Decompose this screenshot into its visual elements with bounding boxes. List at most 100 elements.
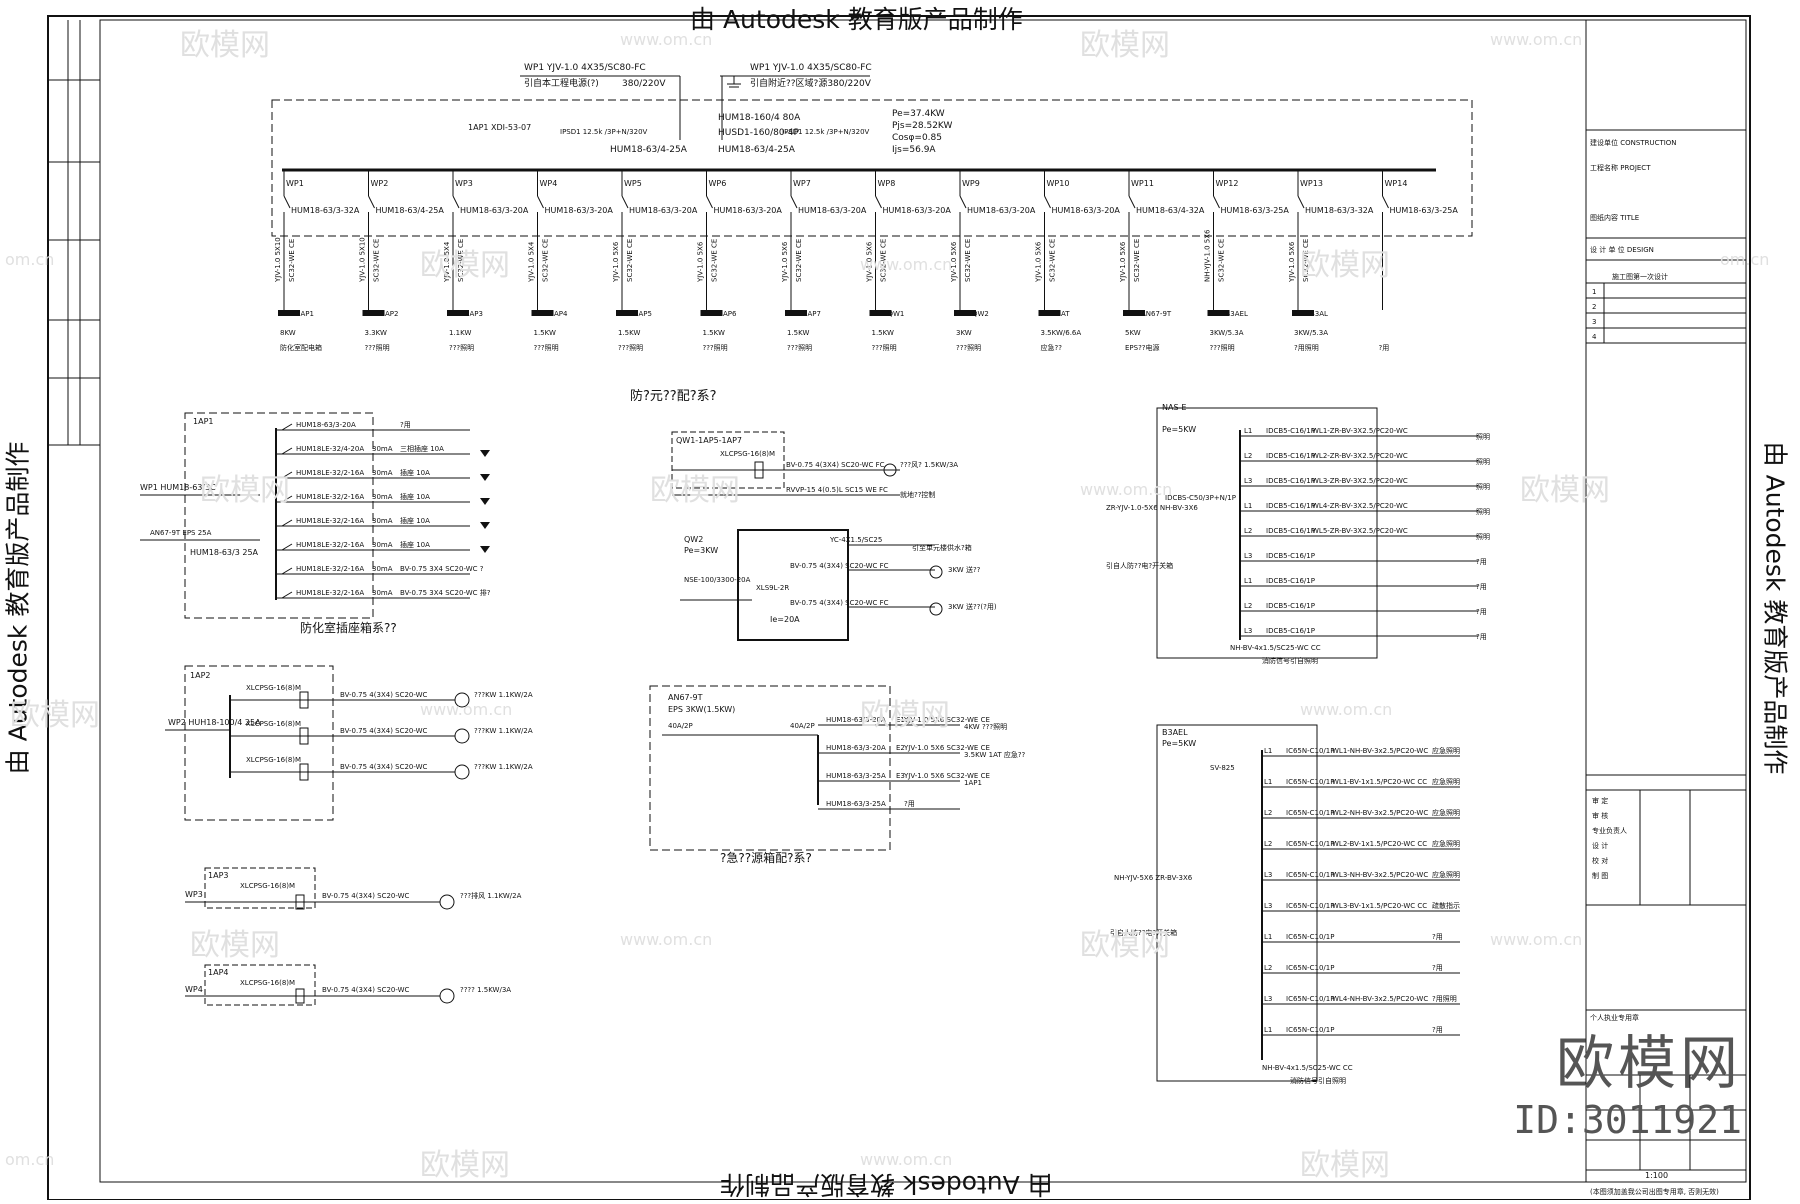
site-url-watermark: www.om.cn (620, 930, 713, 949)
circuit-cable: YJV-1.0 5X10 (359, 237, 367, 283)
circuit-conduit: SC32-WE CE (626, 239, 634, 282)
ap2-row-device: XLCPSG-16(8)M (246, 684, 301, 692)
load-box (954, 310, 976, 316)
ap1-row-breaker: HUM18LE-32/4-20A (296, 445, 364, 453)
panel-1ap4: 1AP4 WP4 XLCPSG-16(8)M BV-0.75 4(3X4) SC… (185, 964, 511, 1006)
site-url-watermark: www.om.cn (1490, 930, 1583, 949)
circuit-conduit: SC32-WE CE (457, 239, 465, 282)
site-logo-watermark: 欧模网 (1300, 1148, 1390, 1183)
b3ael-row-cable: WL2-BV-1x1.5/PC20-WC CC (1332, 840, 1427, 848)
watermark-right: 由 Autodesk 教育版产品制作 (1760, 441, 1790, 775)
qw2-row3-load: 3KW 送??(?用) (948, 602, 997, 611)
qw1-row2-load: 就地??控制 (900, 490, 935, 499)
load-box (700, 310, 723, 316)
feeder-right-cable: WP1 YJV-1.0 4X35/SC80-FC (750, 63, 872, 73)
circuit-power: 5KW (1125, 329, 1141, 337)
site-url-watermark: www.om.cn (860, 255, 953, 274)
eps-row-cable: YJV-1.0 5X6 SC32-WE CE (903, 772, 990, 780)
eps-switch-b: 40A/2P (790, 722, 815, 730)
panel-1ap3: 1AP3 WP3 XLCPSG-16(8)M BV-0.75 4(3X4) SC… (185, 867, 522, 910)
site-url-watermark: www.om.cn (1080, 480, 1173, 499)
b3ael-footer: NH-BV-4x1.5/SC25-WC CC (1262, 1064, 1353, 1072)
qw1-row1-load: ???风? 1.5KW/3A (900, 461, 958, 469)
1ap4-cable: BV-0.75 4(3X4) SC20-WC (322, 986, 410, 994)
b3ael-row-breaker: IC65N-C10/1P (1286, 1026, 1334, 1034)
1ap1-title: 防化室插座箱系?? (300, 620, 397, 635)
circuit-breaker: HUM18-63/3-20A (714, 206, 783, 215)
nas-row-phase: L1 (1244, 427, 1252, 435)
main-section-title: 防?元??配?系? (630, 388, 717, 404)
circuit-load: QW1 (888, 310, 905, 318)
b3ael-row-phase: L2 (1264, 809, 1272, 817)
qw2-row2-cable: BV-0.75 4(3X4) SC20-WC FC (790, 562, 889, 570)
ap1-row-rcd: 30mA (372, 541, 393, 549)
panel-eps: AN67-9T EPS 3KW(1.5KW) 40A/2P 40A/2P HUM… (649, 685, 1026, 865)
load-box (1292, 310, 1314, 316)
b3ael-row-breaker: IC65N-C10/1P (1286, 964, 1334, 972)
eps-row-breaker: HUM18-63/3-20A (826, 716, 886, 724)
circuit-desc: ???照明 (1210, 344, 1235, 352)
nas-row-load: ?用 (1476, 583, 1487, 591)
circuit-breaker: HUM18-63/3-20A (967, 206, 1036, 215)
circuit-cable: YJV-1.0 5X6 (612, 241, 620, 283)
eps-row-cable: ?用 (904, 800, 915, 808)
eps-row-id: E1 (896, 716, 905, 724)
main-distribution-panel: WP1 YJV-1.0 4X35/SC80-FC 引自本工程电源(?) 380/… (271, 63, 1473, 404)
ap1-row-note: 插座 10A (400, 516, 430, 525)
1ap1-ats: AN67-9T EPS 25A (150, 529, 212, 537)
b3ael-row-phase: L2 (1264, 840, 1272, 848)
eps-row-id: E3 (896, 772, 905, 780)
calc-ijs: Ijs=56.9A (892, 145, 936, 155)
site-logo-watermark: 欧模网 (10, 698, 100, 733)
panel-qw1: QW1-1AP5-1AP7 XLCPSG-16(8)M BV-0.75 4(3X… (671, 431, 958, 499)
qw2-row2-load: 3KW 送?? (948, 565, 981, 574)
ap2-row-cable: BV-0.75 4(3X4) SC20-WC (340, 763, 428, 771)
b3ael-row-phase: L3 (1264, 995, 1272, 1003)
circuit-id: WP7 (793, 179, 811, 188)
1ap4-load: ???? 1.5KW/3A (460, 986, 511, 994)
qw1-box-id: QW1-1AP5-1AP7 (676, 436, 742, 445)
tb-label-project: 工程名称 PROJECT (1590, 163, 1651, 172)
fan-icon (883, 463, 897, 477)
panel-qw2: QW2 Pe=3KW NSE-100/3300-20A XLS9L-2R Ie=… (680, 529, 997, 641)
nas-box-id: NAS-E (1162, 403, 1186, 412)
tb-rev-3: 3 (1592, 318, 1596, 326)
circuit-conduit: SC32-WE CE (1133, 239, 1141, 282)
ap1-row-note: 插座 10A (400, 492, 430, 501)
nas-note-in: 引自人防??电?开关箱 (1106, 561, 1173, 570)
circuit-load: 1AP6 (719, 310, 737, 318)
ap2-row-device: XLCPSG-16(8)M (246, 720, 301, 728)
tb-label-construction: 建设单位 CONSTRUCTION (1590, 138, 1677, 147)
nas-row-cable: WL2-ZR-BV-3X2.5/PC20-WC (1312, 452, 1408, 460)
b3ael-row-breaker: IC65N-C10/1P (1286, 933, 1334, 941)
tb-revision-note: 施工图第一次设计 (1612, 272, 1668, 281)
site-short-watermark: om.cn (5, 250, 55, 269)
site-logo-watermark: 欧模网 (180, 28, 270, 63)
1ap3-load: ???排风 1.1KW/2A (460, 891, 522, 900)
circuit-power: 1.1KW (449, 329, 471, 337)
circuit-breaker: HUM18-63/3-20A (798, 206, 867, 215)
calc-cos: Cosφ=0.85 (892, 133, 942, 143)
nas-row-load: ?用 (1476, 633, 1487, 641)
tb-label-title: 图纸内容 TITLE (1590, 213, 1639, 222)
circuit-id: WP12 (1216, 179, 1239, 188)
motor-icon (929, 565, 943, 579)
circuit-power: 1.5KW (703, 329, 725, 337)
circuit-cable: YJV-1.0 5X6 (866, 241, 874, 283)
circuit-power: 3KW/5.3A (1294, 329, 1328, 337)
nas-row-phase: L3 (1244, 627, 1252, 635)
nas-row-breaker: IDCB5-C16/1P (1266, 627, 1315, 635)
brand-id: ID:3011921 (1513, 1098, 1742, 1142)
sub-breaker-label: HUM18-63/4-25A (718, 145, 796, 155)
b3ael-row-breaker: IC65N-C10/1P (1286, 747, 1334, 755)
